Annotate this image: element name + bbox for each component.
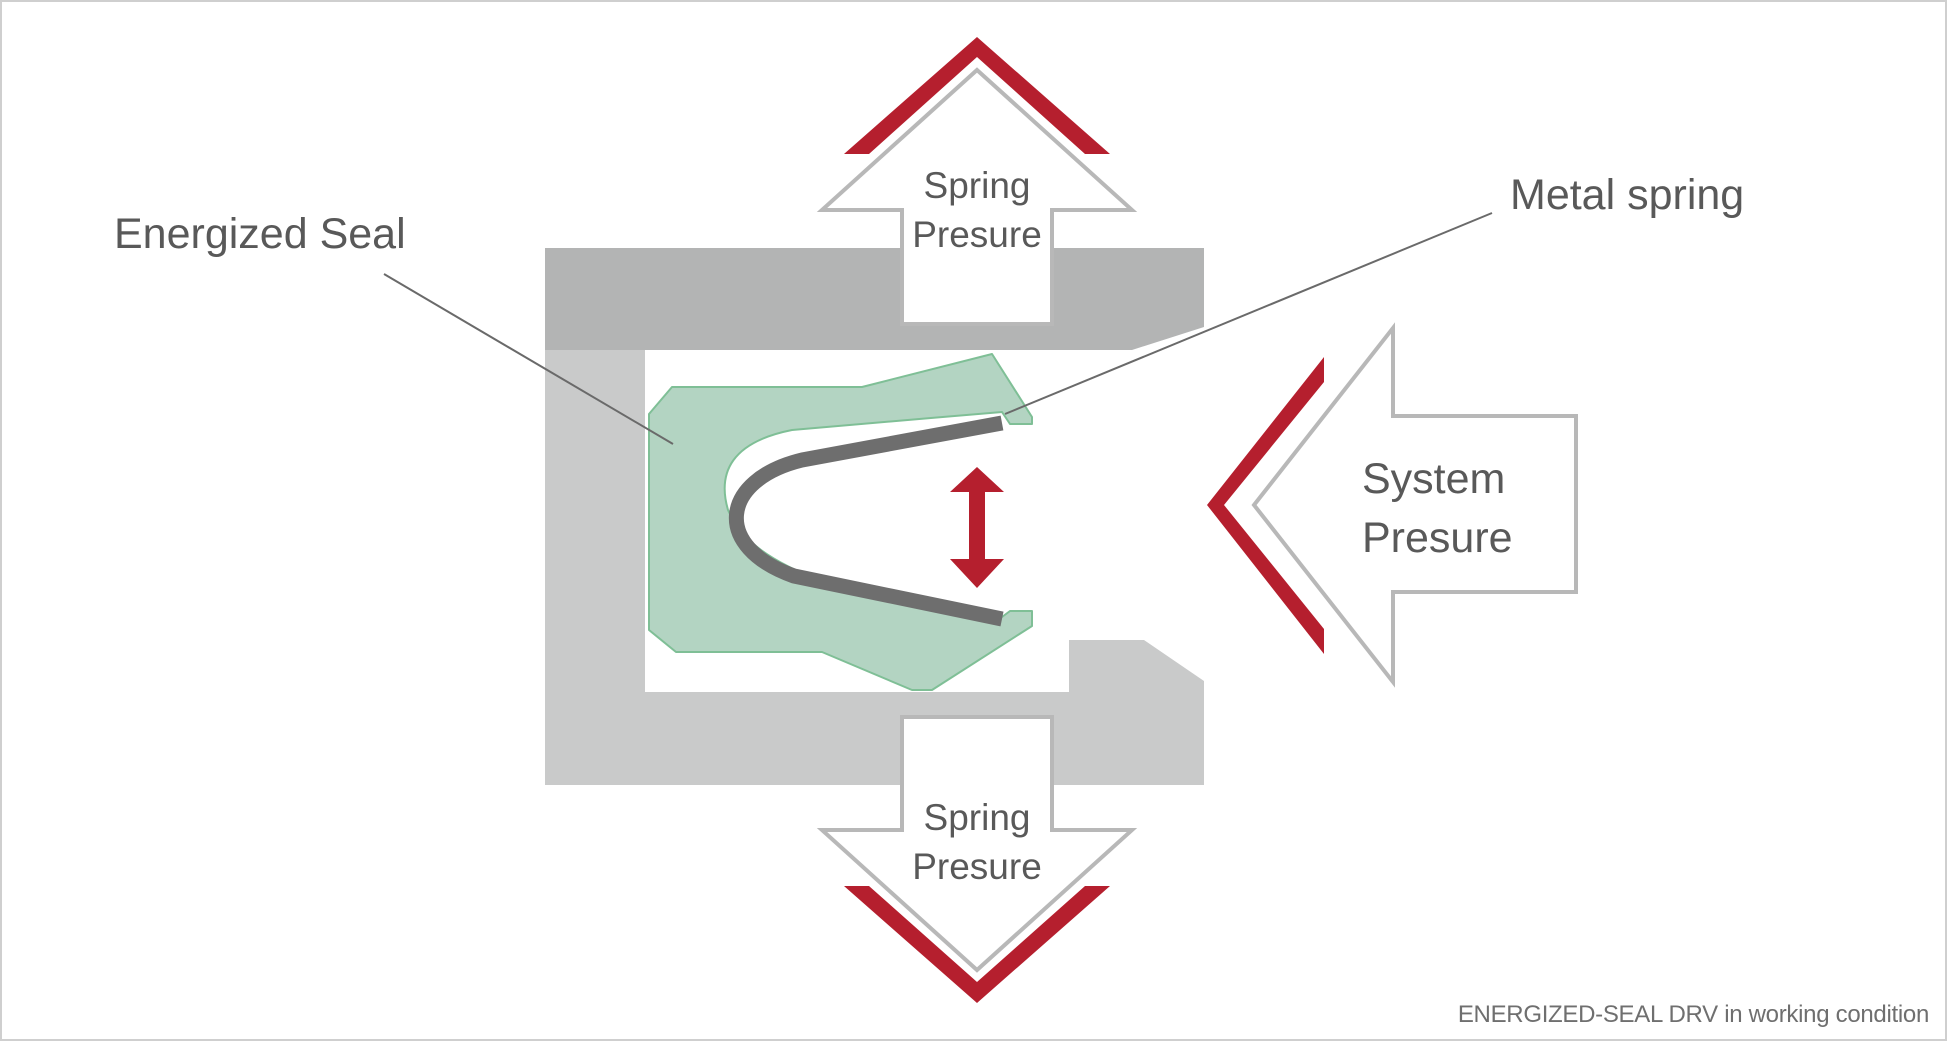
left-red-chevron [1207,357,1324,654]
system-pressure-label-line2: Presure [1362,514,1513,562]
energized-seal-label: Energized Seal [114,210,406,258]
metal-spring [729,415,1004,627]
top-arrow-label-line1: Spring [924,165,1031,206]
metal-spring-leader-line [1004,212,1493,415]
energized-seal-leader-line [383,273,674,445]
housing-top-plate [545,248,1204,350]
housing-body [545,350,1204,785]
arrow-down-outline-icon [816,715,1138,973]
bottom-red-chevron [844,886,1110,1003]
arrow-left-outline-icon [1251,322,1578,688]
double-arrow-vertical-icon [950,467,1004,588]
bottom-arrow-label-line1: Spring [924,797,1031,838]
arrow-up-outline-icon [816,67,1138,326]
system-pressure-label-line1: System [1362,455,1505,503]
metal-spring-label: Metal spring [1510,171,1744,219]
figure-caption: ENERGIZED-SEAL DRV in working condition [1457,1001,1929,1028]
top-red-chevron [844,37,1110,154]
top-arrow-label-line2: Presure [912,214,1042,255]
bottom-arrow-label-line2: Presure [912,846,1042,887]
